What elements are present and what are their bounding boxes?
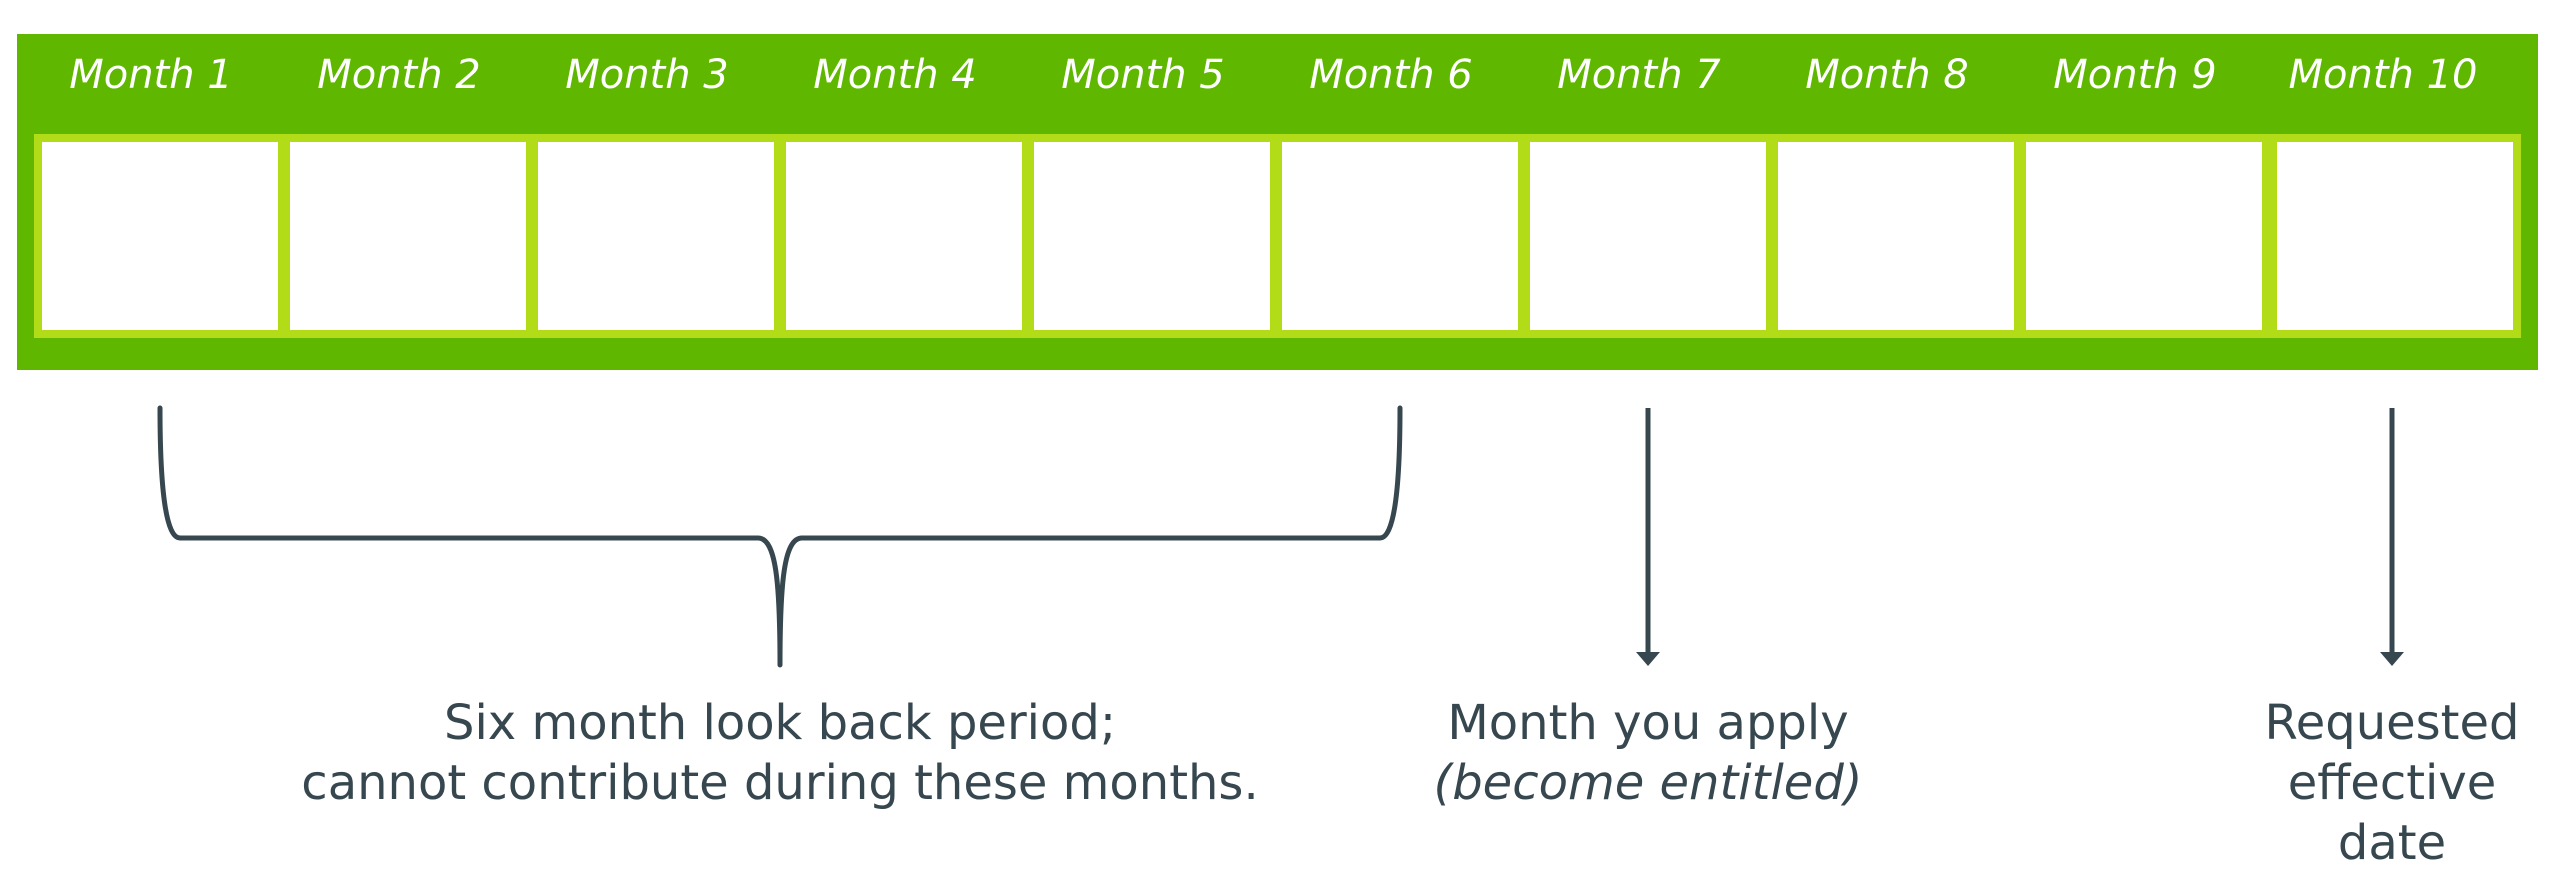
month-cell-3 — [538, 142, 774, 330]
lookback-caption: Six month look back period; cannot contr… — [180, 693, 1380, 813]
month-cell-9 — [2026, 142, 2262, 330]
month-cell-1 — [42, 142, 278, 330]
month-cell-7 — [1530, 142, 1766, 330]
effective-date-caption-line-2: effective — [2287, 755, 2497, 811]
lookback-caption-line-2: cannot contribute during these months. — [301, 755, 1259, 811]
effective-date-arrow — [2380, 408, 2404, 666]
month-label-9: Month 9 — [2053, 52, 2217, 98]
month-label-1: Month 1 — [69, 52, 233, 98]
month-label-6: Month 6 — [1309, 52, 1473, 98]
month-label-7: Month 7 — [1557, 52, 1721, 98]
lookback-caption-line-1: Six month look back period; — [443, 695, 1117, 751]
month-label-2: Month 2 — [317, 52, 481, 98]
month-label-3: Month 3 — [565, 52, 729, 98]
month-cell-6 — [1282, 142, 1518, 330]
month-label-4: Month 4 — [813, 52, 977, 98]
month-label-8: Month 8 — [1805, 52, 1969, 98]
effective-date-caption: Requested effective date — [2242, 693, 2542, 873]
month-timeline: Month 1 Month 2 Month 3 Month 4 Month 5 … — [17, 34, 2538, 370]
month-cell-2 — [290, 142, 526, 330]
month-cell-4 — [786, 142, 1022, 330]
month-cells — [34, 134, 2521, 338]
effective-date-caption-line-1: Requested — [2264, 695, 2520, 751]
month-cell-8 — [1778, 142, 2014, 330]
lookback-brace — [157, 405, 1403, 668]
month-cell-10 — [2277, 142, 2513, 330]
apply-caption-line-2: (become entitled) — [1433, 755, 1863, 811]
apply-caption: Month you apply (become entitled) — [1398, 693, 1898, 813]
apply-caption-line-1: Month you apply — [1447, 695, 1849, 751]
effective-date-caption-line-3: date — [2337, 815, 2447, 871]
apply-arrow — [1636, 408, 1660, 666]
month-cell-5 — [1034, 142, 1270, 330]
month-label-5: Month 5 — [1061, 52, 1225, 98]
month-label-10: Month 10 — [2288, 52, 2478, 98]
